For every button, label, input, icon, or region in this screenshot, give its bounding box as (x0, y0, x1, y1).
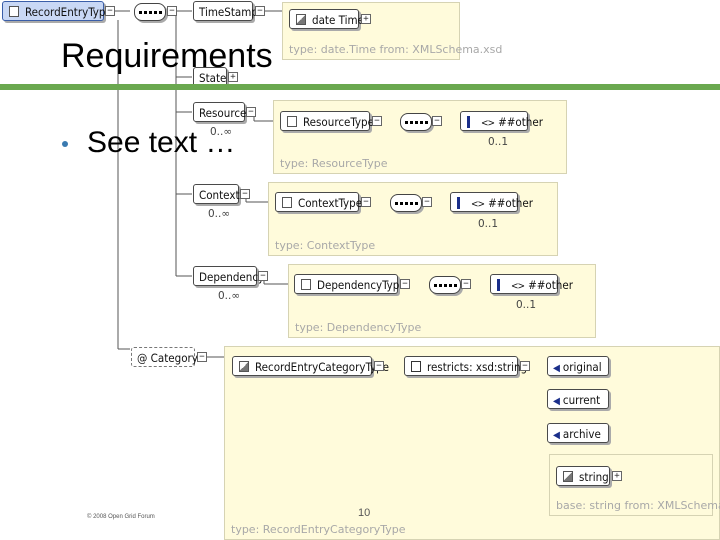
bullet-dot (62, 141, 68, 147)
context-type-note: type: ContextType (275, 239, 376, 252)
resource-type-element[interactable]: ResourceType (280, 111, 374, 131)
timestamp-element[interactable]: TimeStamp (193, 1, 258, 21)
wildcard-icon (457, 197, 460, 209)
title-divider (0, 84, 720, 90)
resource-label: Resource (199, 106, 247, 120)
context-occurs: 0..∞ (208, 208, 231, 220)
enumeration-icon: ◀ (553, 430, 560, 441)
category-collapse-icon[interactable]: − (197, 352, 207, 362)
resource-any-element[interactable]: <>##other (460, 111, 543, 131)
resource-any-label: ##other (498, 115, 543, 129)
category-type-label: RecordEntryCategoryType (255, 360, 390, 374)
any-brackets-icon: <> (511, 281, 525, 292)
enumeration-icon: ◀ (553, 396, 560, 407)
restriction-element[interactable]: restricts: xsd:string (404, 356, 527, 376)
string-expand-icon[interactable]: + (612, 471, 622, 481)
wildcard-icon (467, 116, 470, 128)
enumeration-icon: ◀ (553, 363, 560, 374)
dependency-type-label: DependencyType (317, 278, 406, 292)
resource-type-note: type: ResourceType (280, 157, 388, 170)
context-element[interactable]: Context (193, 184, 240, 204)
restriction-icon (411, 361, 421, 372)
dependency-type-note: type: DependencyType (295, 321, 422, 334)
sequence-compositor-icon (400, 113, 432, 131)
complex-type-icon (9, 6, 19, 17)
complex-type-icon (282, 197, 292, 208)
category-attribute[interactable]: @ Category (131, 347, 198, 367)
simple-type-icon (239, 361, 249, 372)
timestamp-collapse-icon[interactable]: − (255, 6, 265, 16)
resource-type-collapse-icon[interactable]: − (372, 116, 382, 126)
string-type-element[interactable]: string (556, 466, 610, 486)
simple-type-icon (296, 14, 306, 25)
dependency-occurs: 0..∞ (218, 290, 241, 302)
dependency-any-occurs: 0..1 (516, 299, 537, 311)
any-brackets-icon: <> (471, 199, 485, 210)
dependency-label: Dependency (199, 270, 265, 284)
sequence-collapse-icon[interactable]: − (167, 6, 177, 16)
state-expand-icon[interactable]: + (228, 72, 238, 82)
context-any-occurs: 0..1 (478, 218, 499, 230)
restriction-collapse-icon[interactable]: − (520, 361, 530, 371)
dependency-type-collapse-icon[interactable]: − (400, 279, 410, 289)
resource-occurs: 0..∞ (210, 126, 233, 138)
enum-current-label: current (562, 393, 601, 407)
sequence-collapse-icon[interactable]: − (461, 279, 471, 289)
enum-current[interactable]: ◀current (547, 389, 609, 409)
enum-archive-label: archive (562, 427, 601, 441)
datetime-expand-icon[interactable]: + (361, 14, 371, 24)
resource-any-occurs: 0..1 (488, 136, 509, 148)
sequence-compositor-icon (429, 276, 461, 294)
root-collapse-icon[interactable]: − (105, 6, 115, 16)
enum-archive[interactable]: ◀archive (547, 423, 609, 443)
slide-title: Requirements (61, 37, 273, 75)
enum-original-label: original (562, 360, 602, 374)
category-type-note: type: RecordEntryCategoryType (231, 523, 406, 536)
complex-type-icon (301, 279, 311, 290)
root-element[interactable]: RecordEntryType (2, 1, 112, 21)
enum-original[interactable]: ◀original (547, 356, 609, 376)
context-collapse-icon[interactable]: − (240, 189, 250, 199)
restriction-label: restricts: xsd:string (427, 360, 528, 374)
dependency-type-element[interactable]: DependencyType (294, 274, 406, 294)
state-label: State (199, 71, 227, 85)
dependency-element[interactable]: Dependency (193, 266, 264, 286)
simple-type-icon (563, 471, 573, 482)
copyright-footer: © 2008 Open Grid Forum (87, 514, 155, 520)
context-type-label: ContextType (298, 196, 363, 210)
resource-collapse-icon[interactable]: − (246, 107, 256, 117)
context-type-collapse-icon[interactable]: − (361, 197, 371, 207)
resource-element[interactable]: Resource (193, 102, 246, 122)
dependency-any-element[interactable]: <>##other (490, 274, 573, 294)
dependency-collapse-icon[interactable]: − (258, 271, 268, 281)
timestamp-label: TimeStamp (199, 5, 258, 19)
dependency-any-label: ##other (528, 278, 573, 292)
category-type-element[interactable]: RecordEntryCategoryType (232, 356, 389, 376)
bullet-text: See text … (87, 126, 236, 159)
resource-type-label: ResourceType (303, 115, 374, 129)
sequence-collapse-icon[interactable]: − (432, 116, 442, 126)
category-type-collapse-icon[interactable]: − (374, 361, 384, 371)
sequence-collapse-icon[interactable]: − (422, 197, 432, 207)
datetime-type-label: date Time (312, 13, 364, 27)
timestamp-type-note: type: date.Time from: XMLSchema.xsd (289, 43, 503, 56)
context-label: Context (199, 188, 240, 202)
sequence-compositor-icon (390, 194, 422, 212)
complex-type-icon (287, 116, 297, 127)
wildcard-icon (497, 279, 500, 291)
string-type-note: base: string from: XMLSchema.xsd (556, 499, 720, 512)
string-type-label: string (579, 470, 609, 484)
page-number: 10 (358, 507, 371, 519)
sequence-compositor-icon (134, 3, 166, 21)
any-brackets-icon: <> (481, 118, 495, 129)
root-element-label: RecordEntryType (25, 5, 112, 19)
context-any-label: ##other (488, 196, 533, 210)
context-any-element[interactable]: <>##other (450, 192, 533, 212)
category-attribute-label: @ Category (137, 351, 198, 365)
context-type-element[interactable]: ContextType (275, 192, 362, 212)
datetime-type-element[interactable]: date Time (289, 9, 364, 29)
